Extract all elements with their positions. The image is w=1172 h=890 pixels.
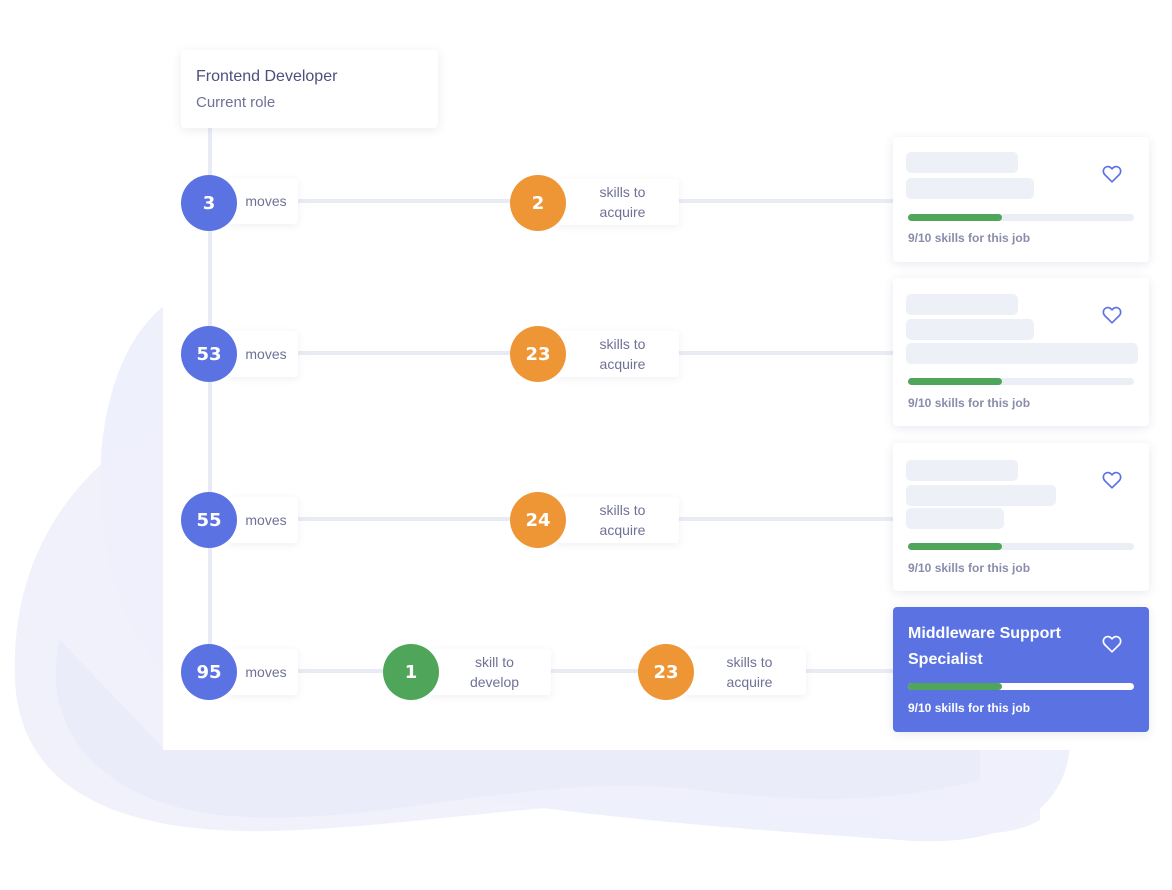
skills-progress-fill <box>908 378 1002 385</box>
skills-match-caption: 9/10 skills for this job <box>908 231 1031 245</box>
heart-outline-icon[interactable] <box>1101 469 1123 491</box>
develop-label-line2: develop <box>469 674 520 690</box>
job-title-placeholder <box>906 319 1034 340</box>
moves-pill: moves <box>228 497 298 543</box>
skills-progress-bar <box>908 683 1134 690</box>
acquire-label-line2: acquire <box>599 356 646 372</box>
acquire-label-line1: skills to <box>599 502 646 518</box>
job-card[interactable]: 9/10 skills for this job <box>893 443 1149 591</box>
heart-outline-icon[interactable] <box>1101 163 1123 185</box>
job-title-placeholder <box>906 460 1018 481</box>
job-title-line1: Middleware Support <box>908 625 1061 642</box>
skills-progress-bar <box>908 378 1134 385</box>
develop-count-badge[interactable]: 1 <box>383 644 439 700</box>
acquire-pill: skills to acquire <box>683 649 806 695</box>
moves-count-badge[interactable]: 53 <box>181 326 237 382</box>
moves-count-badge[interactable]: 95 <box>181 644 237 700</box>
develop-pill: skill to develop <box>428 649 551 695</box>
moves-label: moves <box>245 512 287 528</box>
acquire-label-line1: skills to <box>599 336 646 352</box>
current-role-subtitle: Current role <box>196 94 276 111</box>
moves-count-badge[interactable]: 3 <box>181 175 237 231</box>
job-title-placeholder <box>906 343 1138 364</box>
acquire-label-line1: skills to <box>599 184 646 200</box>
job-title-placeholder <box>906 485 1056 506</box>
moves-count-badge[interactable]: 55 <box>181 492 237 548</box>
heart-outline-icon[interactable] <box>1101 304 1123 326</box>
current-role-card[interactable]: Frontend Developer Current role <box>181 50 438 128</box>
acquire-label-line2: acquire <box>599 522 646 538</box>
moves-pill: moves <box>228 331 298 377</box>
acquire-count-badge[interactable]: 23 <box>638 644 694 700</box>
moves-label: moves <box>245 664 287 680</box>
job-title-placeholder <box>906 508 1004 529</box>
timeline-vertical-line <box>208 128 212 673</box>
current-role-title: Frontend Developer <box>196 68 338 85</box>
job-title: Middleware Support Specialist <box>908 621 1098 673</box>
develop-label-line1: skill to <box>475 654 514 670</box>
target-job-card[interactable]: Middleware Support Specialist 9/10 skill… <box>893 607 1149 732</box>
skills-progress-fill <box>908 683 1002 690</box>
path-line-4 <box>236 669 893 673</box>
acquire-label-line2: acquire <box>726 674 773 690</box>
skills-match-caption: 9/10 skills for this job <box>908 561 1031 575</box>
skills-progress-fill <box>908 214 1002 221</box>
job-title-placeholder <box>906 178 1034 199</box>
moves-label: moves <box>245 346 287 362</box>
job-title-placeholder <box>906 294 1018 315</box>
job-card[interactable]: 9/10 skills for this job <box>893 137 1149 262</box>
acquire-label-line2: acquire <box>599 204 646 220</box>
skills-progress-bar <box>908 214 1134 221</box>
job-title-placeholder <box>906 152 1018 173</box>
skills-match-caption: 9/10 skills for this job <box>908 396 1031 410</box>
moves-pill: moves <box>228 178 298 224</box>
job-title-line2: Specialist <box>908 651 983 668</box>
acquire-count-badge[interactable]: 2 <box>510 175 566 231</box>
skills-progress-bar <box>908 543 1134 550</box>
acquire-pill: skills to acquire <box>556 497 679 543</box>
acquire-label-line1: skills to <box>726 654 773 670</box>
job-card[interactable]: 9/10 skills for this job <box>893 278 1149 426</box>
acquire-pill: skills to acquire <box>556 331 679 377</box>
acquire-count-badge[interactable]: 23 <box>510 326 566 382</box>
heart-outline-icon[interactable] <box>1101 633 1123 655</box>
acquire-pill: skills to acquire <box>556 179 679 225</box>
skills-match-caption: 9/10 skills for this job <box>908 701 1031 715</box>
moves-pill: moves <box>228 649 298 695</box>
acquire-count-badge[interactable]: 24 <box>510 492 566 548</box>
moves-label: moves <box>245 193 287 209</box>
skills-progress-fill <box>908 543 1002 550</box>
